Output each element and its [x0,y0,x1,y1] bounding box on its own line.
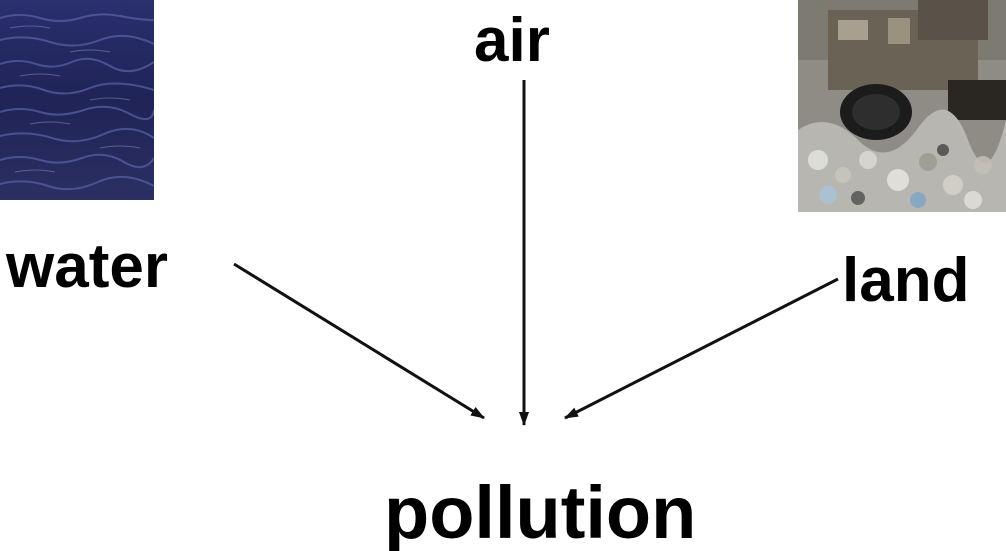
arrow-land-to-pollution [565,279,838,418]
arrow-water-to-pollution [234,264,484,418]
